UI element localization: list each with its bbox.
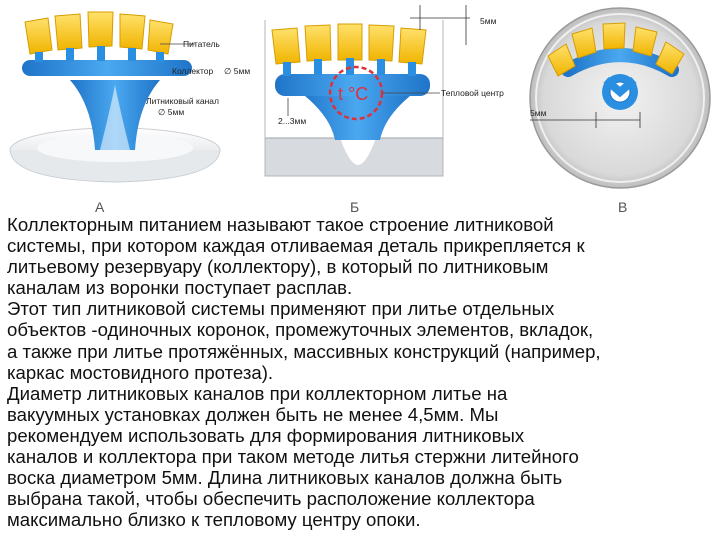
paragraph-collector-definition: Коллекторным питанием называют такое стр… xyxy=(7,214,585,299)
panel-b-letter: Б xyxy=(350,199,359,215)
paragraph-diameter: Диаметр литниковых каналов при коллектор… xyxy=(7,382,579,531)
casting-illustration: Питатель Коллектор ∅ 5мм Литниковый кана… xyxy=(0,0,720,215)
temp-symbol: t °C xyxy=(338,84,368,104)
panel-c: 5мм В xyxy=(529,7,711,215)
panel-a: Питатель Коллектор ∅ 5мм Литниковый кана… xyxy=(9,11,250,215)
panel-a-letter: А xyxy=(95,199,105,215)
body-text: Коллекторным питанием называют такое стр… xyxy=(7,214,715,530)
label-channel-size: ∅ 5мм xyxy=(158,107,184,117)
panel-c-letter: В xyxy=(618,199,627,215)
paragraph-usage: Этот тип литниковой системы применяют пр… xyxy=(7,298,601,383)
label-top-size: 5мм xyxy=(480,16,497,26)
label-c-size: 5мм xyxy=(530,108,547,118)
label-feeder: Питатель xyxy=(183,39,220,49)
label-heat-center: Тепловой центр xyxy=(441,88,504,98)
label-side-size: 2...3мм xyxy=(278,116,306,126)
label-channel: Литниковый канал xyxy=(146,96,219,106)
label-collector-size: ∅ 5мм xyxy=(224,66,250,76)
panel-b: t °C 5мм Тепловой центр 2...3мм Б xyxy=(264,5,504,215)
label-collector: Коллектор xyxy=(172,66,213,76)
